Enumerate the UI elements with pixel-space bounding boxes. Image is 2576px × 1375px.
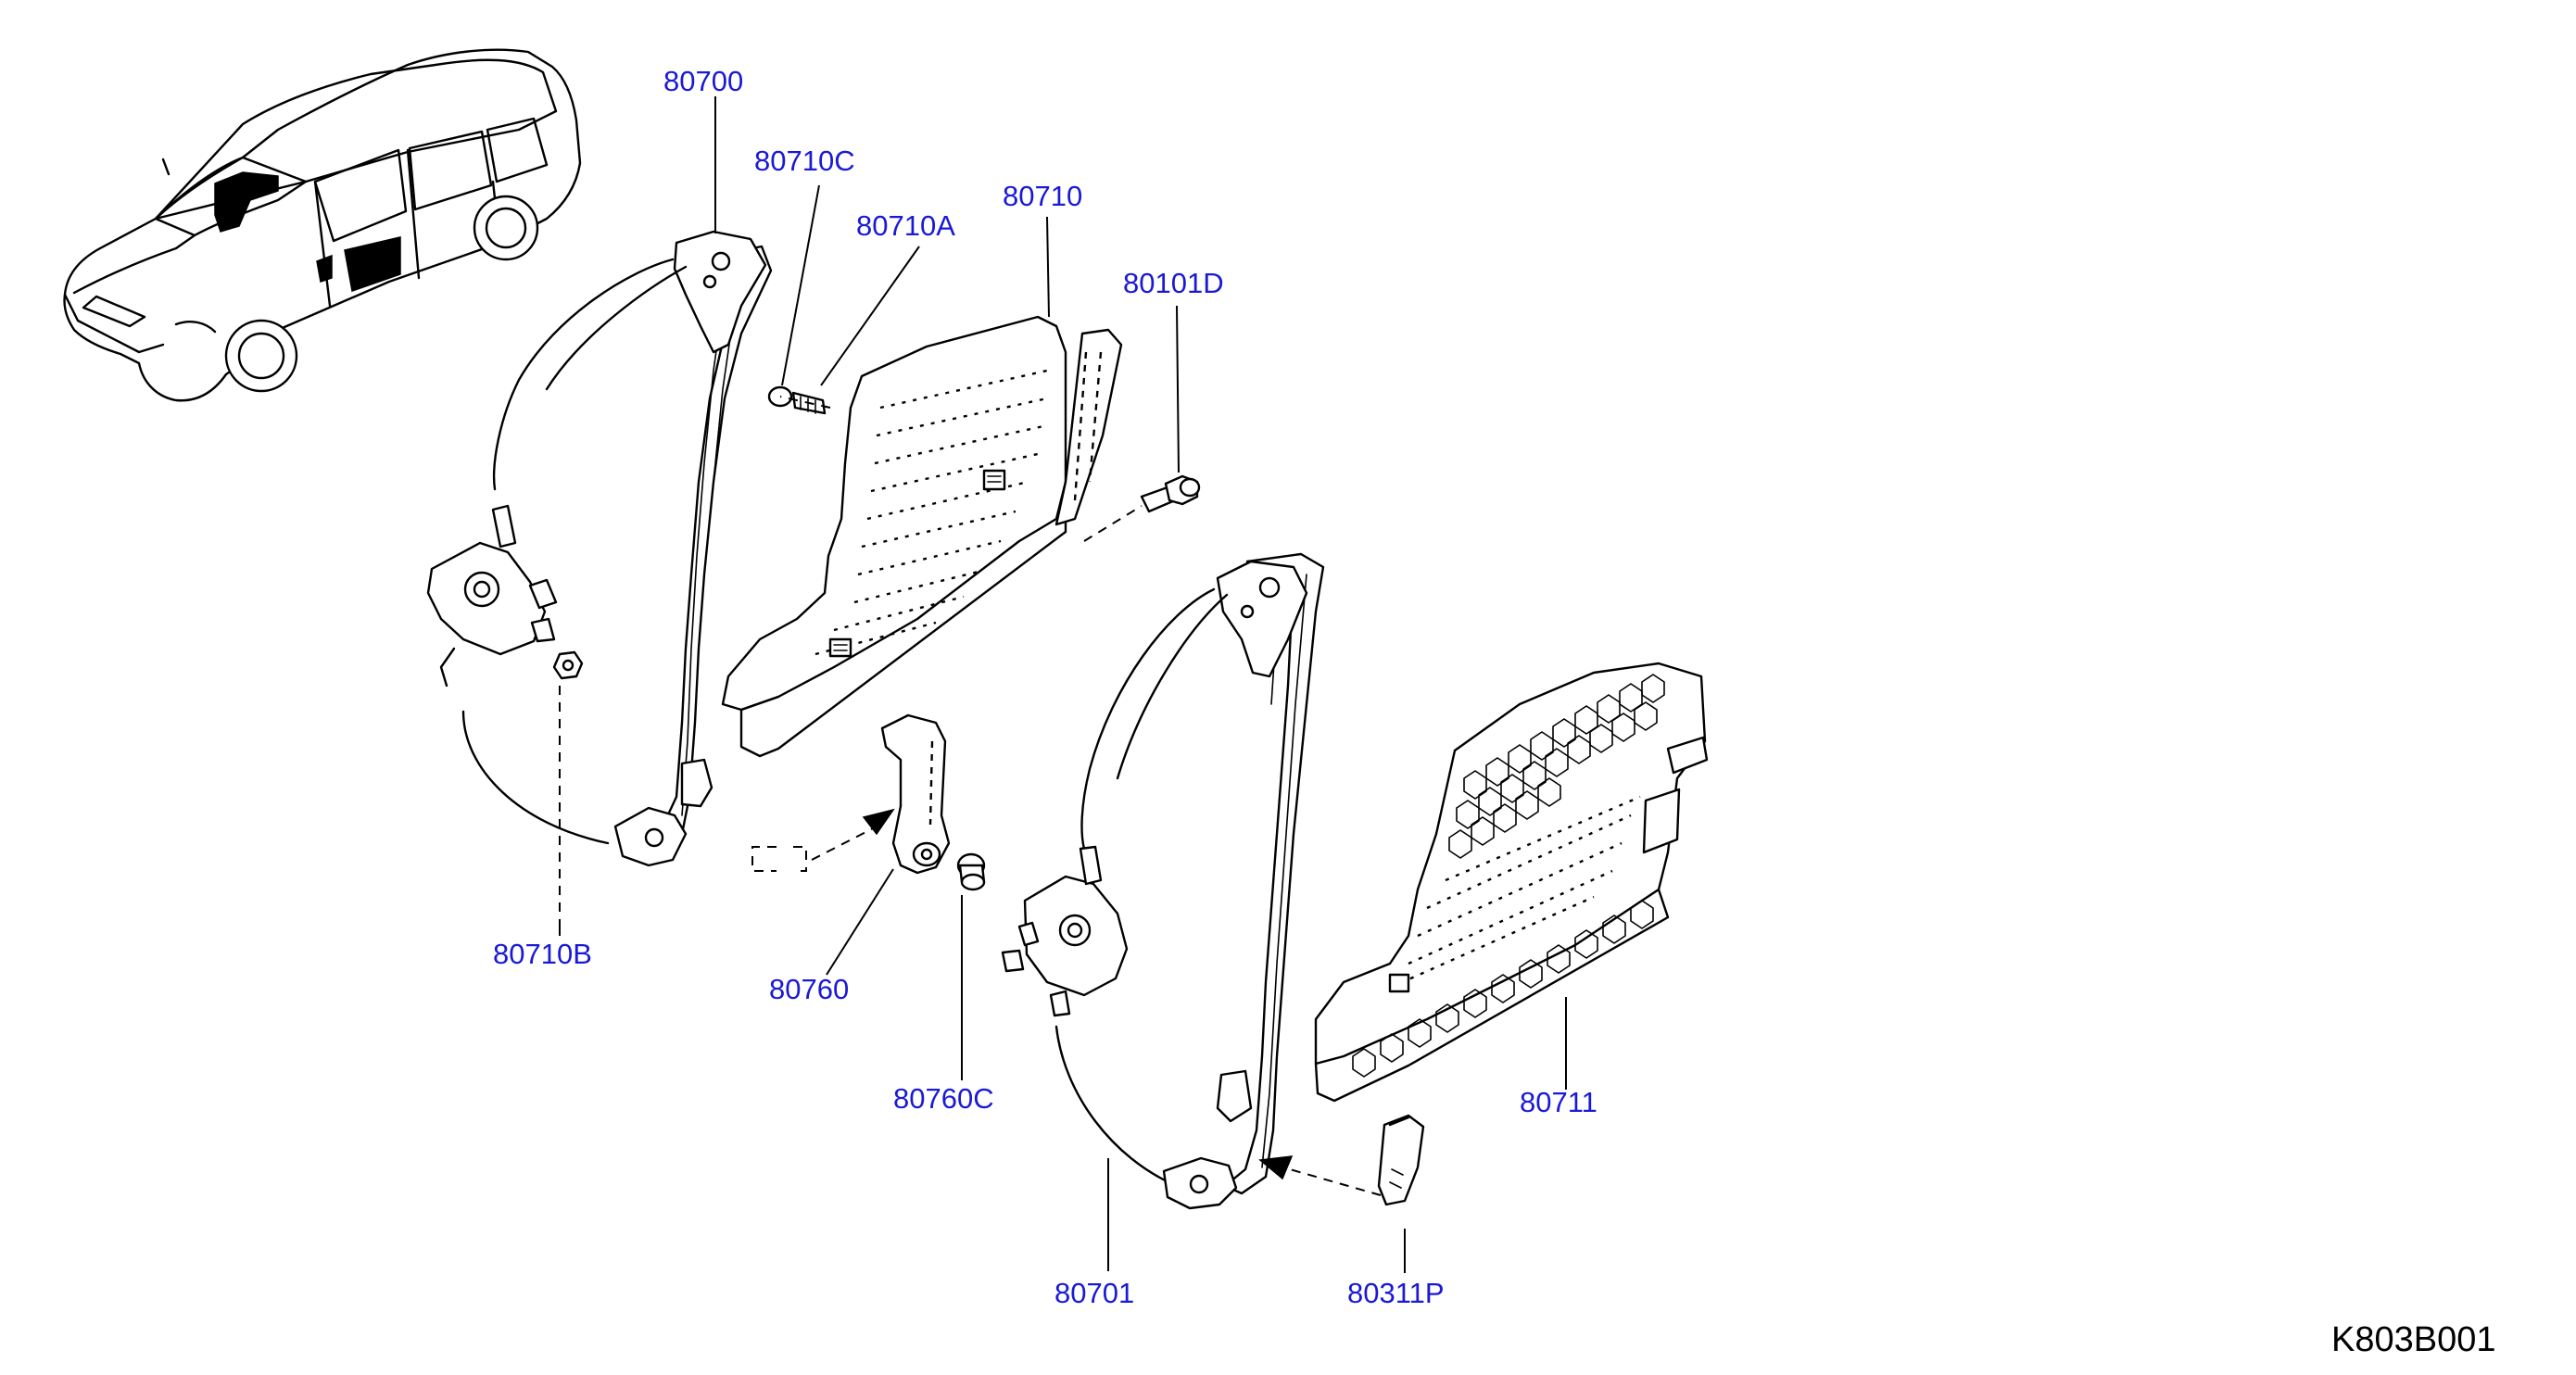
part-label-80700: 80700 xyxy=(663,65,743,97)
clip-80101D xyxy=(1140,474,1201,513)
grommet-80760C xyxy=(956,852,986,891)
part-label-80311P: 80311P xyxy=(1347,1277,1445,1309)
part-label-80710B: 80710B xyxy=(493,938,592,970)
part-label-80760C: 80760C xyxy=(893,1082,994,1115)
part-label-80101D: 80101D xyxy=(1123,267,1224,299)
part-label-80710: 80710 xyxy=(1003,180,1082,212)
car-overview-illustration xyxy=(63,48,582,402)
diagram-code: K803B001 xyxy=(2331,1320,2496,1359)
door-module-panel-80710 xyxy=(721,315,1123,758)
part-labels: 80700 80710C 80710A 80710 80101D 80710B … xyxy=(493,65,1597,1309)
door-module-panel-80711 xyxy=(1314,662,1709,1103)
window-regulator-80700 xyxy=(426,230,827,867)
bracket-80760 xyxy=(880,713,951,875)
part-label-80710C: 80710C xyxy=(754,145,855,177)
leader-lines xyxy=(559,96,1567,1273)
part-label-80710A: 80710A xyxy=(856,209,955,242)
part-label-80711: 80711 xyxy=(1520,1086,1597,1118)
reference-lines xyxy=(559,396,1382,1196)
part-label-80701: 80701 xyxy=(1054,1277,1134,1309)
clip-80311P xyxy=(1377,1114,1425,1206)
window-regulator-80701 xyxy=(1001,552,1325,1210)
part-label-80760: 80760 xyxy=(769,973,849,1005)
